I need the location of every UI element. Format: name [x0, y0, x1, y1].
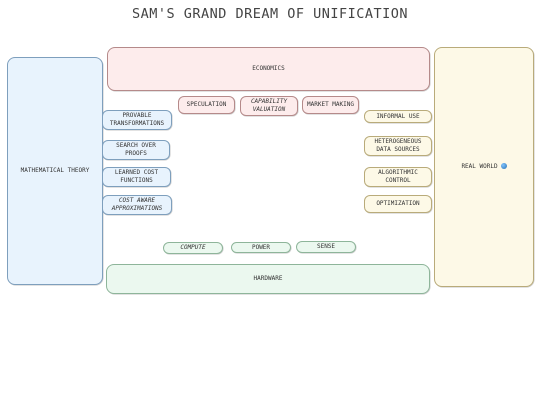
mathematical-theory-label: MATHEMATICAL THEORY [20, 167, 90, 175]
algorithmic-control-label: ALGORITHMIC CONTROL [378, 169, 418, 184]
globe-icon [500, 163, 507, 170]
power-box: POWER [231, 242, 291, 253]
compute-box: COMPUTE [163, 242, 223, 254]
provable-transformations-box: PROVABLE TRANSFORMATIONS [102, 110, 172, 130]
informal-use-label: INFORMAL USE [376, 112, 420, 120]
optimization-box: OPTIMIZATION [364, 195, 432, 213]
sense-box: SENSE [296, 241, 356, 253]
economics-box: ECONOMICS [107, 47, 430, 91]
speculation-box: SPECULATION [178, 96, 235, 114]
capability-valuation-box: CAPABILITY VALUATION [240, 96, 298, 116]
heterogeneous-data-sources-label: HETEROGENEOUS DATA SOURCES [374, 138, 422, 153]
real-world-label: REAL WORLD [459, 163, 508, 171]
speculation-label: SPECULATION [186, 101, 227, 109]
cost-aware-approximations-box: COST AWARE APPROXIMATIONS [102, 195, 172, 215]
search-over-proofs-box: SEARCH OVER PROOFS [102, 140, 170, 160]
cost-aware-approximations-label: COST AWARE APPROXIMATIONS [111, 197, 163, 212]
informal-use-box: INFORMAL USE [364, 110, 432, 123]
learned-cost-functions-box: LEARNED COST FUNCTIONS [102, 167, 171, 187]
real-world-box: REAL WORLD [434, 47, 534, 287]
market-making-label: MARKET MAKING [307, 101, 354, 109]
hardware-box: HARDWARE [106, 264, 430, 294]
market-making-box: MARKET MAKING [302, 96, 359, 114]
heterogeneous-data-sources-box: HETEROGENEOUS DATA SOURCES [364, 136, 432, 156]
power-label: POWER [251, 243, 271, 251]
sense-label: SENSE [316, 243, 336, 251]
diagram-title: SAM'S GRAND DREAM OF UNIFICATION [131, 6, 409, 22]
economics-label: ECONOMICS [252, 65, 285, 73]
capability-valuation-label: CAPABILITY VALUATION [250, 98, 288, 113]
compute-label: COMPUTE [180, 244, 206, 252]
algorithmic-control-box: ALGORITHMIC CONTROL [364, 167, 432, 187]
search-over-proofs-label: SEARCH OVER PROOFS [116, 142, 156, 157]
learned-cost-functions-label: LEARNED COST FUNCTIONS [114, 169, 159, 184]
hardware-label: HARDWARE [253, 275, 283, 283]
optimization-label: OPTIMIZATION [376, 200, 420, 208]
provable-transformations-label: PROVABLE TRANSFORMATIONS [109, 112, 165, 127]
mathematical-theory-box: MATHEMATICAL THEORY [7, 57, 103, 285]
